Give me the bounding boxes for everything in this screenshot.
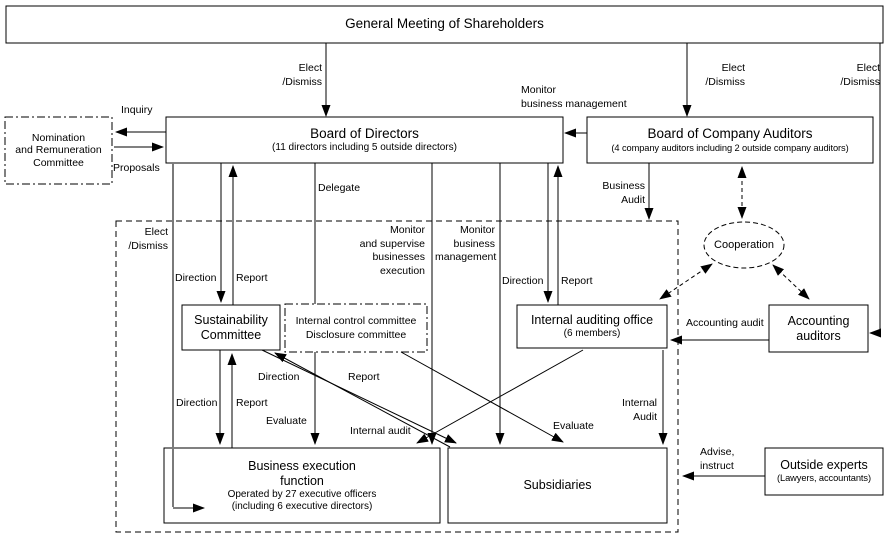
outside-experts-subtitle: (Lawyers, accountants)	[777, 473, 871, 484]
subsidiaries-box: Subsidiaries	[448, 448, 667, 523]
arrow-direction-sustainability-subsidiaries	[261, 349, 457, 444]
direction-sustainability-subsidiaries-label: Direction	[258, 371, 300, 383]
business-execution-function-box: Business execution function Operated by …	[164, 448, 440, 523]
internal-auditing-office-subtitle: (6 members)	[563, 328, 621, 339]
general-meeting-box-border	[5, 5, 884, 44]
board-of-company-auditors-title: Board of Company Auditors	[647, 125, 813, 141]
report-iao-bod-label: Report	[561, 275, 593, 287]
arrow-evaluate-icc-subsidiaries	[400, 351, 564, 443]
monitor-business-management-mid-label: Monitor business management	[435, 224, 497, 264]
accounting-auditors-title: Accounting auditors	[787, 313, 850, 343]
evaluate-left-label: Evaluate	[266, 415, 307, 427]
general-meeting-box: General Meeting of Shareholders	[6, 6, 883, 43]
accounting-audit-label: Accounting audit	[686, 317, 764, 329]
monitor-and-supervise-label: Monitor and supervise businesses executi…	[359, 224, 425, 277]
direction-bod-sustainability-label: Direction	[175, 272, 217, 284]
cooperation-label: Cooperation	[714, 239, 774, 251]
dashed-arrow-cooperation-iao	[659, 263, 713, 300]
advise-instruct-label: Advise, instruct	[700, 446, 735, 472]
accounting-auditors-box: Accounting auditors	[769, 305, 868, 352]
business-audit-label: Business Audit	[602, 180, 645, 206]
board-of-directors-box-border	[165, 116, 564, 164]
cooperation-ellipse	[703, 221, 785, 269]
subsidiaries-title: Subsidiaries	[523, 478, 592, 492]
dashed-arrow-cooperation-accounting-auditors	[772, 264, 810, 300]
delegate-label: Delegate	[318, 182, 361, 194]
arrow-elect-dismiss-to-accounting-auditors	[869, 43, 881, 338]
report-subsidiaries-sustainability-label: Report	[348, 371, 380, 383]
internal-audit-lower-label: Internal audit	[350, 425, 411, 437]
report-sustainability-bod-label: Report	[236, 272, 268, 284]
board-of-company-auditors-box: Board of Company Auditors (4 company aud…	[587, 117, 873, 163]
business-execution-function-box-border	[163, 447, 441, 524]
outside-experts-title: Outside experts	[780, 458, 868, 473]
sustainability-committee-box: Sustainability Committee	[182, 305, 280, 350]
direction-sustainability-bef-label: Direction	[176, 397, 218, 409]
nomination-committee-box-border	[4, 116, 113, 185]
sustainability-committee-box-border	[181, 304, 281, 351]
report-bef-sustainability-label: Report	[236, 397, 268, 409]
internal-control-committee-title: Internal control committee Disclosure co…	[295, 314, 417, 341]
accounting-auditors-box-border	[768, 304, 869, 353]
arrow-report-subsidiaries-sustainability	[274, 352, 451, 448]
board-of-directors-box: Board of Directors (11 directors includi…	[166, 117, 563, 163]
executive-group-dashed-region	[115, 220, 679, 533]
board-of-company-auditors-box-border	[586, 116, 874, 164]
general-meeting-title: General Meeting of Shareholders	[345, 16, 544, 32]
internal-auditing-office-box: Internal auditing office (6 members)	[517, 305, 667, 348]
nomination-committee-title: Nomination and Remuneration Committee	[15, 131, 102, 169]
monitor-business-management-top-label: Monitor business management	[521, 84, 627, 110]
outside-experts-box-border	[764, 447, 884, 496]
evaluate-right-label: Evaluate	[553, 420, 594, 432]
cooperation-node: Cooperation	[704, 233, 784, 257]
board-of-company-auditors-subtitle: (4 company auditors including 2 outside …	[611, 142, 849, 153]
arrow-internal-audit-iao-bef	[416, 349, 584, 444]
subsidiaries-box-border	[447, 447, 668, 524]
internal-auditing-office-box-border	[516, 304, 668, 349]
business-execution-function-subtitle1: Operated by 27 executive officers	[227, 488, 377, 500]
internal-audit-right-label: Internal Audit	[621, 397, 657, 423]
elect-dismiss-label-accounting: Elect /Dismiss	[840, 62, 880, 88]
internal-control-committee-box-border	[284, 303, 428, 353]
elect-dismiss-label-bod: Elect /Dismiss	[282, 62, 322, 88]
internal-auditing-office-title: Internal auditing office	[530, 313, 654, 327]
elect-dismiss-label-executives: Elect /Dismiss	[128, 226, 168, 252]
inquiry-label: Inquiry	[121, 104, 153, 116]
sustainability-committee-title: Sustainability Committee	[194, 312, 268, 342]
business-execution-function-title: Business execution function	[248, 458, 356, 488]
direction-bod-iao-label: Direction	[502, 275, 544, 287]
internal-control-committee-box: Internal control committee Disclosure co…	[285, 304, 427, 352]
board-of-directors-subtitle: (11 directors including 5 outside direct…	[272, 142, 457, 154]
proposals-label: Proposals	[113, 162, 160, 174]
outside-experts-box: Outside experts (Lawyers, accountants)	[765, 448, 883, 495]
elect-dismiss-label-bca: Elect /Dismiss	[705, 62, 745, 88]
board-of-directors-title: Board of Directors	[310, 125, 419, 141]
business-execution-function-subtitle2: (including 6 executive directors)	[231, 500, 373, 512]
nomination-committee-box: Nomination and Remuneration Committee	[5, 117, 112, 184]
